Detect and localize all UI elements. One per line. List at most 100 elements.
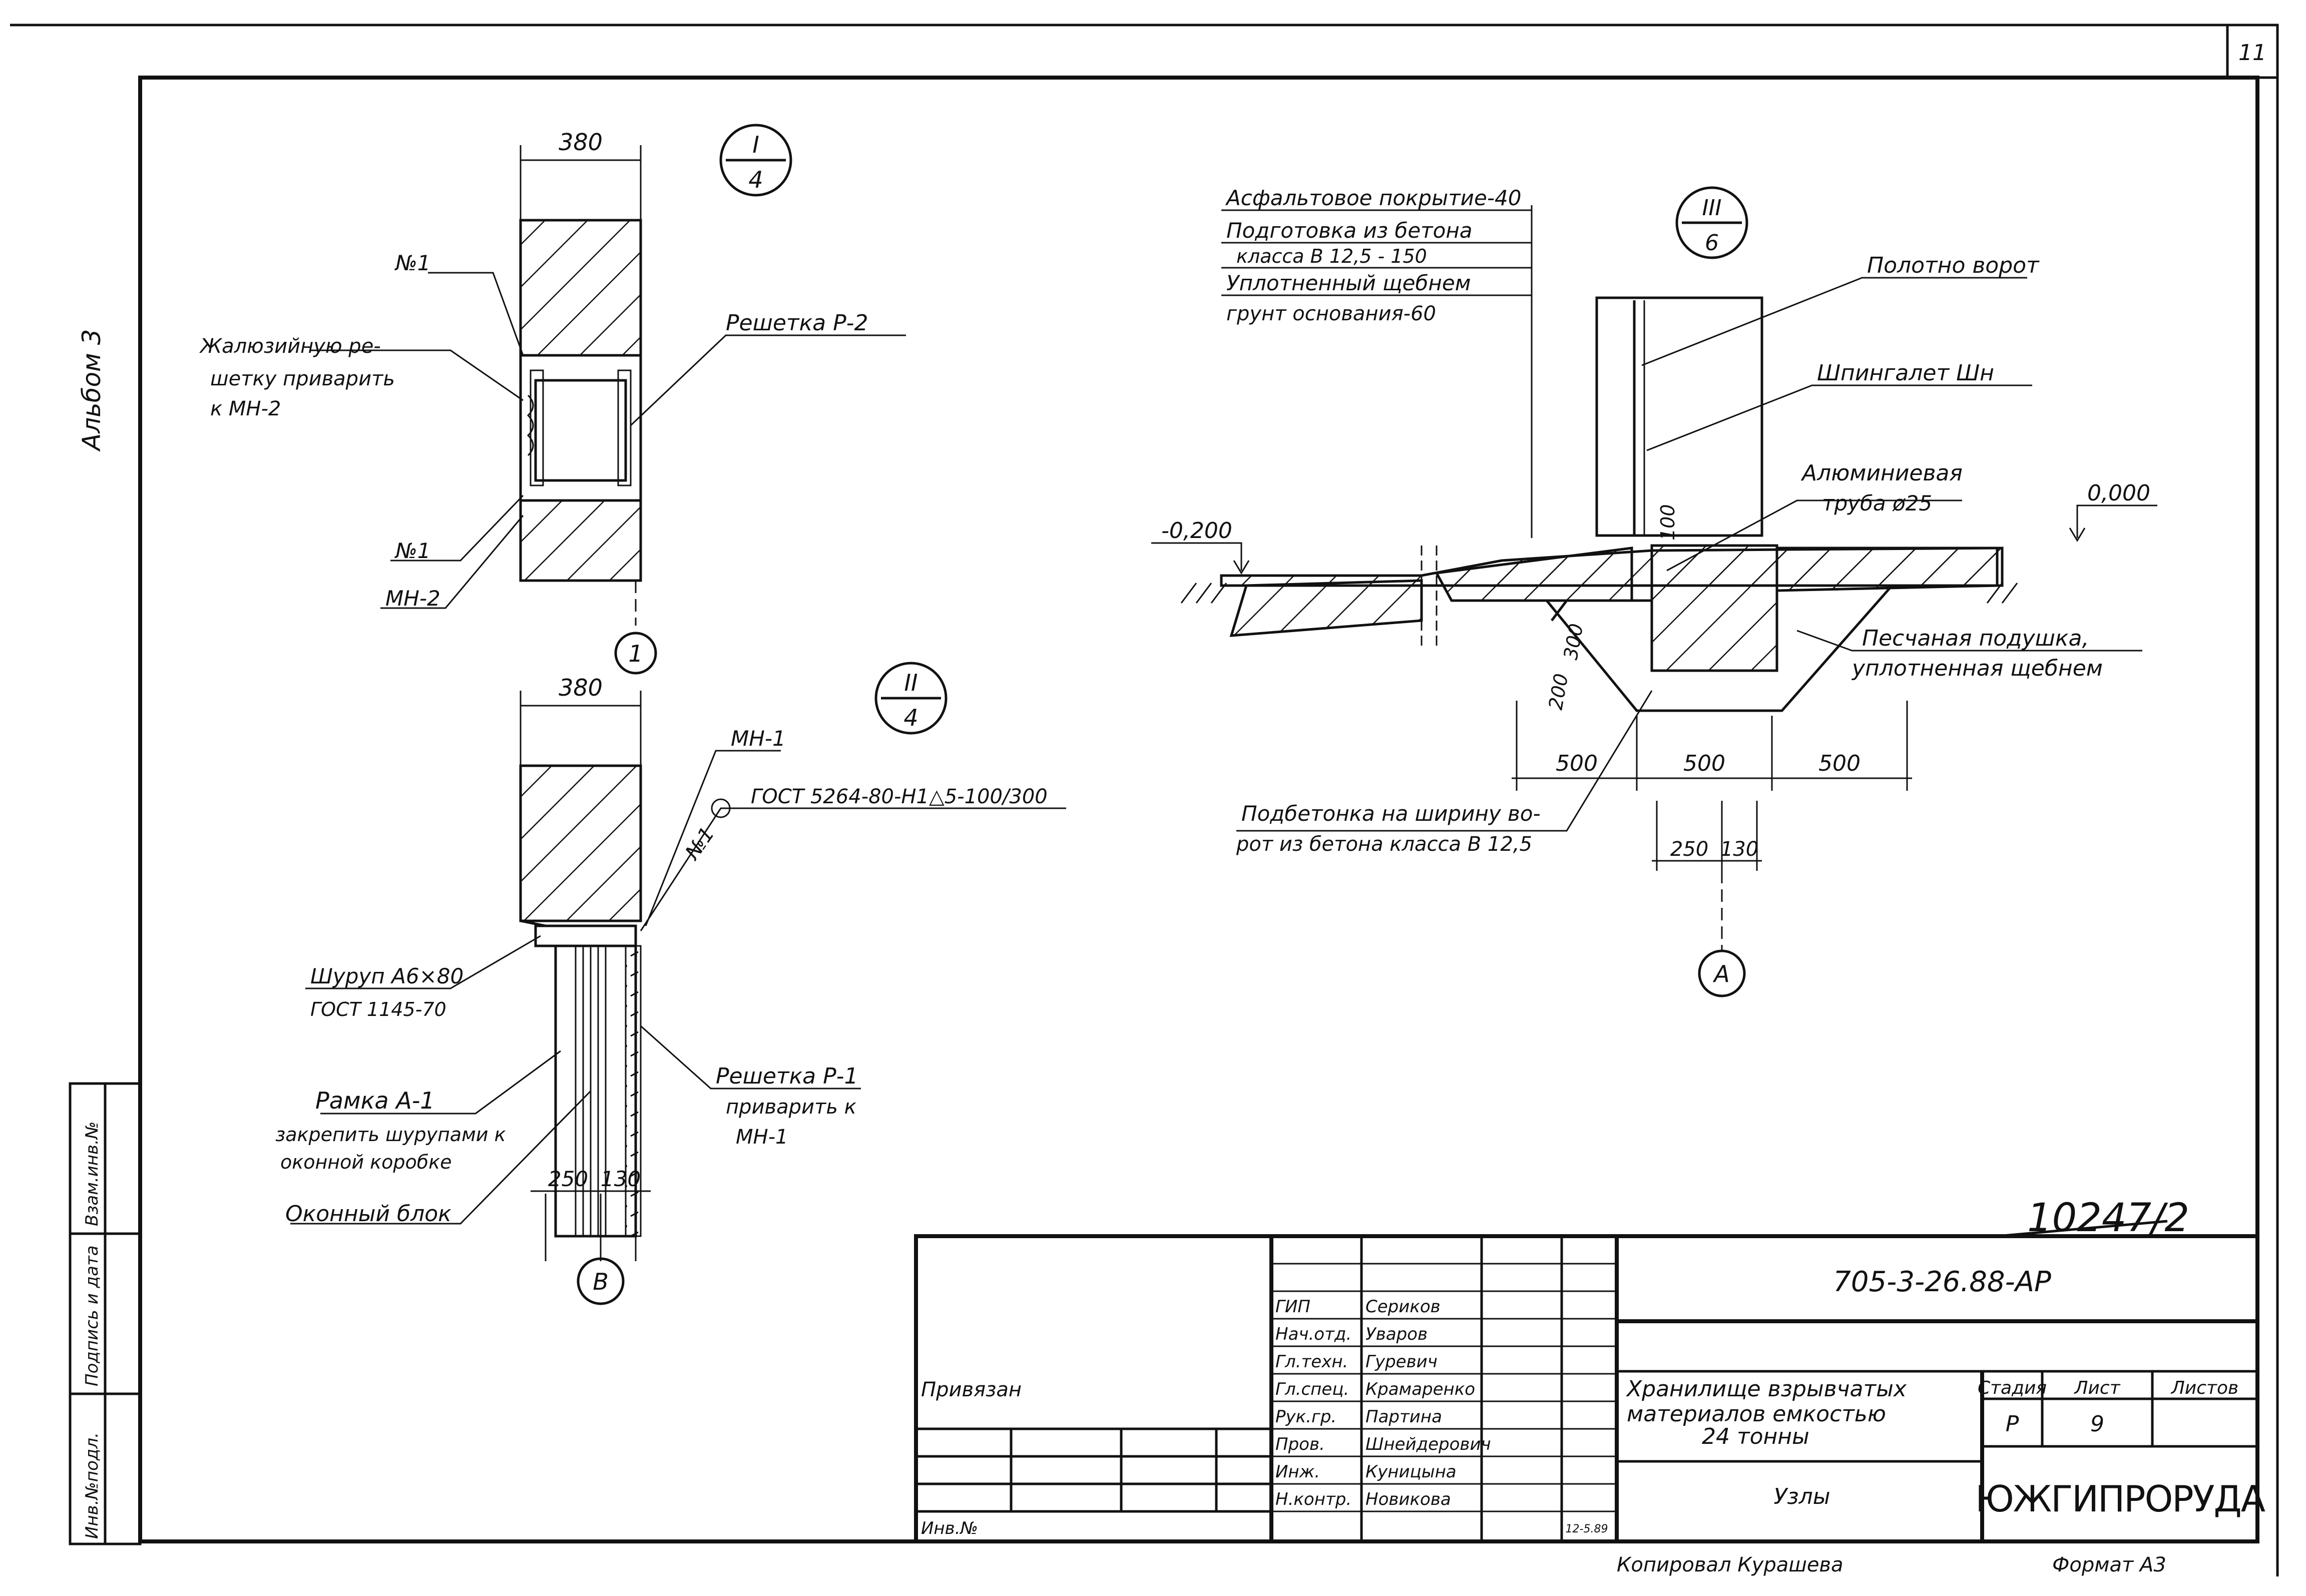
- handwritten-number: 10247/2: [2027, 1196, 2189, 1241]
- node-III-layer-5: грунт основания-60: [1226, 302, 1436, 325]
- tb-role: Инж.: [1275, 1462, 1320, 1482]
- node-I-label-n1-bottom: №1: [394, 539, 430, 563]
- tb-date: 12-5.89: [1566, 1523, 1608, 1535]
- node-II-grate-3: МН-1: [736, 1126, 788, 1149]
- node-III-dim-200: 200: [1545, 672, 1573, 711]
- tb-stage: Р: [2006, 1411, 2019, 1437]
- node-I-louvre-3: к МН-2: [210, 397, 281, 420]
- node-I-dim-380: 380: [559, 129, 603, 156]
- node-III-layer-2: Подготовка из бетона: [1226, 218, 1473, 243]
- tb-role-name: Новикова: [1365, 1489, 1451, 1509]
- node-I-label-grate: Решетка Р-2: [726, 310, 868, 336]
- node-II-grate-2: приварить к: [726, 1096, 856, 1119]
- sheet-number: 11: [2238, 40, 2266, 66]
- node-III-dim-500a: 500: [1556, 751, 1598, 776]
- tb-role: Пров.: [1275, 1434, 1325, 1454]
- footer-format: Формат А3: [2052, 1553, 2166, 1576]
- node-III-latch: Шпингалет Шн: [1817, 360, 1994, 386]
- tb-role: Нач.отд.: [1275, 1324, 1351, 1344]
- tb-role-name: Крамаренко: [1365, 1379, 1475, 1399]
- node-I-marker-num: I: [752, 131, 759, 158]
- tb-role-name: Куницына: [1365, 1462, 1457, 1482]
- node-III-dim-100: 100: [1657, 504, 1679, 541]
- node-II-marker-den: 4: [903, 704, 918, 731]
- node-III-axis: А: [1712, 960, 1729, 987]
- tb-title-3: 24 тонны: [1702, 1424, 1809, 1449]
- node-III-dim-130: 130: [1720, 838, 1758, 861]
- tb-role: ГИП: [1275, 1297, 1310, 1317]
- tb-title-2: материалов емкостью: [1627, 1401, 1886, 1427]
- node-I-label-n1-top: №1: [394, 251, 430, 275]
- node-II-screw-1: Шуруп А6×80: [310, 964, 464, 988]
- node-III-dim-500b: 500: [1683, 751, 1725, 776]
- tb-role: Н.контр.: [1275, 1489, 1351, 1509]
- node-II-dim-130: 130: [601, 1167, 641, 1191]
- tb-sheet: 9: [2090, 1411, 2104, 1437]
- tb-role: Рук.гр.: [1275, 1407, 1336, 1427]
- stamp-inv-original: Инв.№подл.: [82, 1432, 102, 1539]
- node-II-window: Оконный блок: [285, 1201, 451, 1227]
- node-I-marker-den: 4: [748, 166, 763, 193]
- album-label: Альбом 3: [77, 329, 106, 452]
- tb-role: Гл.техн.: [1275, 1352, 1348, 1372]
- node-III-dim-250: 250: [1670, 838, 1708, 861]
- node-III-marker-num: III: [1702, 195, 1722, 221]
- tb-sheet-title: Узлы: [1773, 1484, 1830, 1509]
- node-III-level-right: 0,000: [2087, 480, 2150, 506]
- tb-code: 705-3-26.88-АР: [1833, 1266, 2051, 1298]
- tb-sheet-header: Лист: [2073, 1378, 2120, 1398]
- node-III-under-2: рот из бетона класса В 12,5: [1236, 833, 1532, 856]
- node-II-frame-2: закрепить шурупами к: [275, 1124, 506, 1146]
- node-II-dim-380: 380: [559, 674, 603, 701]
- node-I-detail: 380 1 I 4 №1 Жалюзийную ре- шетку привар…: [199, 124, 906, 675]
- tb-role-name: Гуревич: [1365, 1352, 1438, 1372]
- stamp-replace-inv: Взам.инв.№: [82, 1122, 102, 1226]
- node-III-sand-1: Песчаная подушка,: [1862, 626, 2089, 651]
- tb-role-name: Уваров: [1365, 1324, 1428, 1344]
- node-II-label-n1: №1: [680, 823, 719, 864]
- node-I-louvre-1: Жалюзийную ре-: [199, 335, 381, 358]
- node-II-frame-3: оконной коробке: [280, 1151, 452, 1173]
- node-III-layer-1: Асфальтовое покрытие-40: [1225, 186, 1521, 210]
- tb-title-1: Хранилище взрывчатых: [1626, 1376, 1907, 1402]
- side-stamp: Взам.инв.№ Подпись и дата Инв.№подл.: [69, 1082, 142, 1545]
- node-II-dim-250: 250: [548, 1167, 588, 1191]
- tb-inv-no: Инв.№: [921, 1518, 978, 1538]
- node-III-dim-500c: 500: [1818, 751, 1861, 776]
- footer-copied: Копировал Курашева: [1617, 1553, 1843, 1576]
- node-III-layer-4: Уплотненный щебнем: [1226, 271, 1471, 295]
- tb-role-name: Шнейдерович: [1365, 1434, 1491, 1454]
- tb-role-name: Сериков: [1365, 1297, 1441, 1317]
- node-II-detail: 380 II 4 250 130 В МН-1 ГОСТ 5264-80-Н1△…: [275, 662, 1066, 1305]
- node-III-level-left: -0,200: [1161, 518, 1232, 544]
- node-II-screw-2: ГОСТ 1145-70: [310, 998, 446, 1020]
- node-II-frame-1: Рамка А-1: [315, 1087, 435, 1114]
- node-III-layer-3: класса В 12,5 - 150: [1236, 245, 1427, 267]
- node-III-pipe-2: труба ø25: [1822, 491, 1932, 515]
- tb-linked: Привязан: [921, 1378, 1022, 1401]
- tb-role: Гл.спец.: [1275, 1379, 1349, 1399]
- node-I-louvre-2: шетку приварить: [210, 367, 395, 390]
- tb-sheets-header: Листов: [2170, 1378, 2238, 1398]
- node-III-marker-den: 6: [1705, 230, 1719, 256]
- node-III-detail: III 6 Асфальтовое покрытие-40 Подготовка…: [1151, 186, 2157, 997]
- node-III-dim-300: 300: [1560, 622, 1588, 661]
- tb-company: ЮЖГИПРОРУДА: [1975, 1478, 2265, 1520]
- tb-stage-header: Стадия: [1978, 1378, 2047, 1398]
- node-III-sand-2: уплотненная щебнем: [1851, 656, 2103, 681]
- node-III-gate: Полотно ворот: [1867, 253, 2040, 278]
- node-II-marker-num: II: [904, 669, 917, 696]
- node-II-axis: В: [593, 1268, 609, 1295]
- node-I-axis: 1: [628, 640, 643, 667]
- node-II-label-mn1: МН-1: [731, 726, 786, 751]
- node-II-gost-weld: ГОСТ 5264-80-Н1△5-100/300: [751, 785, 1048, 808]
- node-III-pipe-1: Алюминиевая: [1800, 460, 1963, 486]
- node-III-under-1: Подбетонка на ширину во-: [1241, 801, 1541, 826]
- node-I-label-mn2: МН-2: [385, 586, 440, 611]
- stamp-signature-date: Подпись и дата: [82, 1245, 102, 1386]
- tb-role-name: Партина: [1365, 1407, 1442, 1427]
- node-II-grate-1: Решетка Р-1: [716, 1063, 858, 1089]
